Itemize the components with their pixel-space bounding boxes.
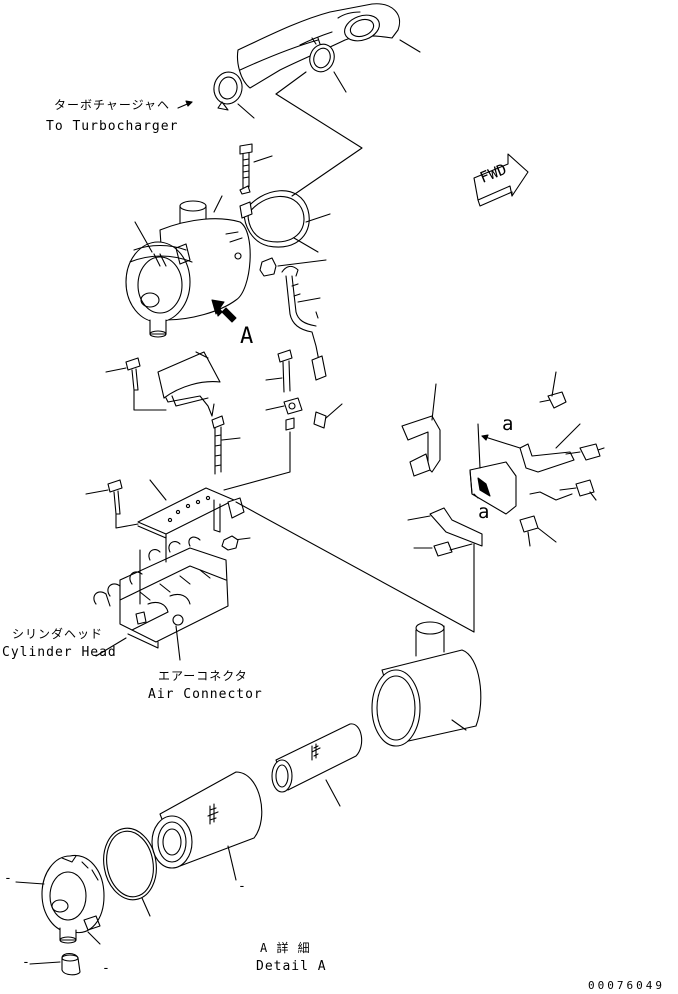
air-connector-label-en: Air Connector bbox=[148, 687, 263, 702]
dash-mark-valve: - bbox=[22, 955, 30, 970]
hose-clamp-upper bbox=[309, 37, 335, 73]
bolt-top bbox=[239, 143, 253, 195]
turbocharger-label-en: To Turbocharger bbox=[46, 119, 179, 134]
cleaner-housing bbox=[371, 621, 482, 747]
bracket-main bbox=[401, 415, 441, 477]
dust-valve bbox=[61, 952, 81, 976]
reference-a-upper: a bbox=[502, 413, 514, 435]
bracket-clip-lower bbox=[429, 507, 483, 547]
fwd-arrow-icon bbox=[473, 153, 529, 207]
air-cleaner-assembly bbox=[125, 200, 251, 338]
cylinder-head-label-en: Cylinder Head bbox=[2, 645, 117, 660]
mounting-saddle bbox=[157, 351, 221, 417]
turbocharger-label-jp: ターボチャージャヘ bbox=[54, 98, 171, 112]
bolt-right-2 bbox=[565, 443, 601, 461]
dash-mark-cover: - bbox=[4, 871, 12, 886]
view-arrow-icon bbox=[211, 299, 237, 323]
bolt-left-1 bbox=[125, 357, 141, 391]
outer-element bbox=[151, 771, 263, 869]
hose-clip bbox=[283, 397, 303, 431]
bolt-right-5 bbox=[433, 541, 473, 557]
bolt-right-3 bbox=[559, 479, 595, 497]
cylinder-head-label-jp: シリンダヘッド bbox=[12, 627, 104, 641]
view-a-label: A bbox=[240, 324, 254, 349]
cleaner-cover bbox=[41, 854, 105, 944]
nut-small bbox=[221, 535, 239, 551]
band-clamp bbox=[239, 190, 310, 248]
dash-mark-valve-right: - bbox=[102, 961, 110, 976]
elbow-tube bbox=[281, 265, 327, 381]
dash-mark-element: - bbox=[238, 879, 246, 894]
reference-a-lower: a bbox=[478, 501, 490, 523]
cylinder-head bbox=[93, 536, 229, 649]
air-connector-label-jp: エアーコネクタ bbox=[158, 669, 248, 683]
bracket-strap bbox=[519, 443, 575, 473]
detail-a-label-jp: A 詳 細 bbox=[260, 941, 311, 955]
base-plate bbox=[137, 487, 245, 539]
nipple-fitting bbox=[313, 411, 327, 429]
drawing-code: 00076049 bbox=[588, 979, 665, 992]
bolt-right-4 bbox=[519, 515, 539, 547]
bolt-center-long bbox=[211, 415, 225, 475]
bolt-mid-right bbox=[277, 349, 293, 393]
bolt-left-2 bbox=[107, 479, 123, 515]
hose-clamp-lower bbox=[213, 71, 243, 111]
bracket-angle bbox=[469, 461, 517, 515]
detail-a-label-en: Detail A bbox=[256, 959, 327, 974]
nut-fitting bbox=[259, 257, 277, 277]
inner-element bbox=[271, 723, 363, 793]
o-ring bbox=[103, 827, 157, 901]
bolt-right-1 bbox=[539, 391, 567, 409]
